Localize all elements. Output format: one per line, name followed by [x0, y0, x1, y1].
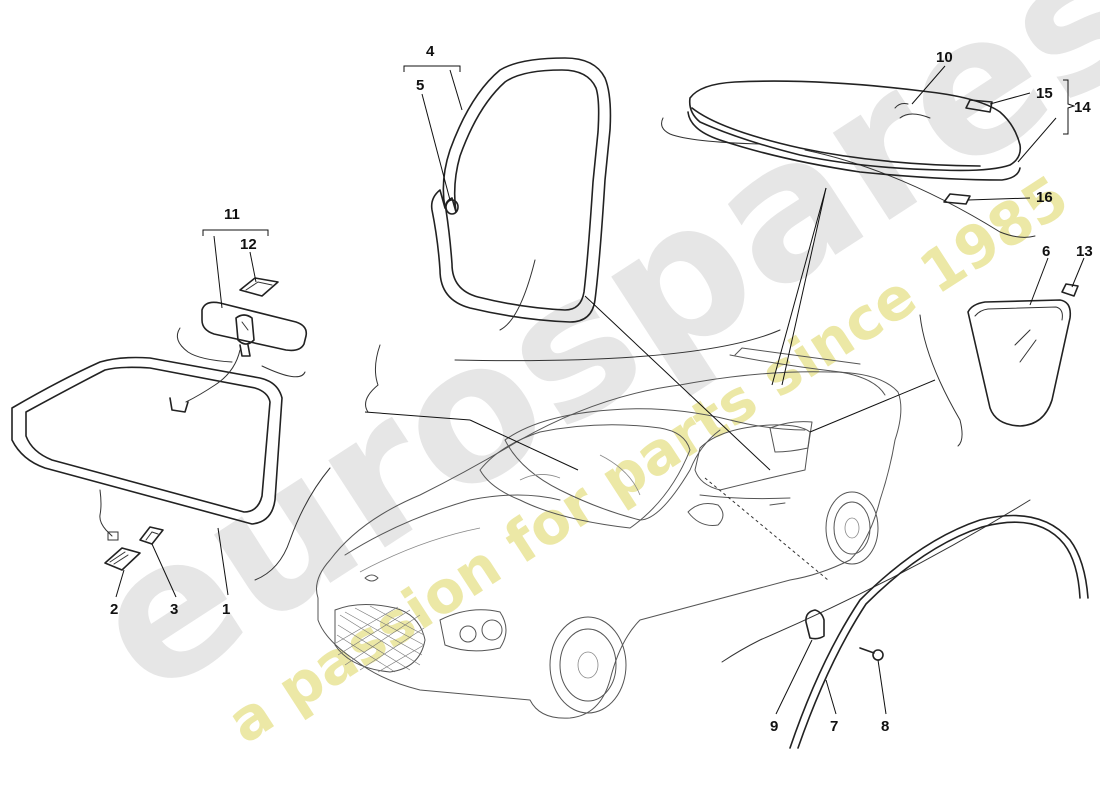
quarter-glass — [967, 299, 1072, 427]
bracket-2 — [104, 547, 141, 571]
callout-3: 3 — [170, 601, 178, 618]
bracket-3 — [139, 526, 164, 545]
background-frame-lines — [176, 117, 1036, 663]
roof-clip-15 — [965, 99, 993, 113]
callout-8: 8 — [881, 718, 889, 735]
trim-strip — [789, 514, 1089, 749]
callout-labels: 1 2 3 4 5 6 7 8 9 10 11 12 13 14 15 16 — [110, 43, 1093, 735]
callout-leaders — [115, 65, 1085, 715]
callout-15: 15 — [1036, 85, 1053, 102]
callout-2: 2 — [110, 601, 118, 618]
bump-stop-13 — [1061, 283, 1079, 297]
car-outline — [316, 347, 902, 719]
screw-8 — [859, 647, 884, 661]
roof-pad-16 — [943, 193, 971, 205]
mirror-clip-12 — [239, 277, 279, 297]
callout-1: 1 — [222, 601, 230, 618]
clip-9 — [805, 609, 825, 640]
roof-panel — [687, 80, 1022, 181]
door-seal — [430, 57, 612, 323]
callout-9: 9 — [770, 718, 778, 735]
callout-10: 10 — [936, 49, 953, 66]
callout-7: 7 — [830, 718, 838, 735]
callout-16: 16 — [1036, 189, 1053, 206]
callout-12: 12 — [240, 236, 257, 253]
callout-4: 4 — [426, 43, 435, 60]
rear-view-mirror — [201, 301, 308, 357]
watermark: eurospares a passion for parts since 198… — [54, 0, 1100, 757]
callout-11: 11 — [224, 206, 240, 223]
reference-lines — [364, 187, 936, 471]
callout-6: 6 — [1042, 243, 1050, 260]
callout-5: 5 — [416, 77, 424, 94]
callout-13: 13 — [1076, 243, 1093, 260]
windscreen-part — [11, 349, 283, 541]
callout-14: 14 — [1074, 99, 1091, 116]
